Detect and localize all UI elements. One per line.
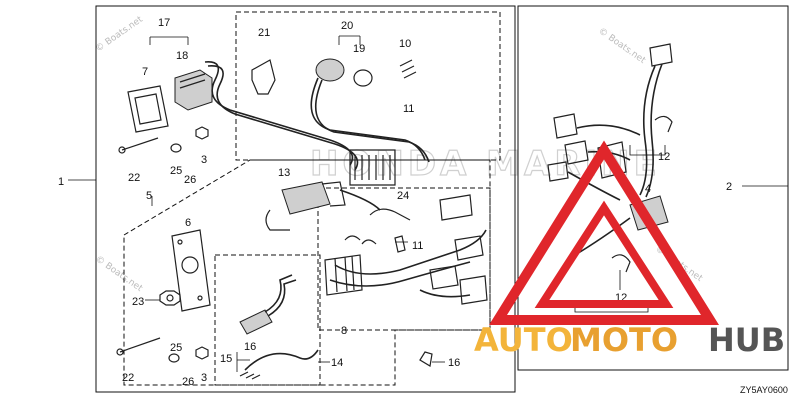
main-assembly-frame (95, 5, 516, 393)
subassembly-box-top (235, 11, 501, 161)
callout-8: 8 (341, 325, 347, 337)
callout-23: 23 (132, 296, 144, 308)
callout-9: 9 (604, 334, 610, 346)
nut-part-bottom (195, 346, 209, 360)
callout-17: 17 (158, 17, 170, 29)
stop-cord-part (239, 274, 319, 380)
connector-cluster-top (349, 149, 396, 186)
callout-13: 13 (278, 167, 290, 179)
switch-panel-part (171, 229, 211, 312)
callout-16: 16 (244, 341, 256, 353)
watermark-text: © Boats.net (94, 15, 145, 55)
nut-part-panel (159, 290, 181, 306)
callout-5: 5 (146, 190, 152, 202)
washer-part-top (170, 143, 182, 153)
callout-2: 2 (726, 181, 732, 193)
callout-20: 20 (341, 20, 353, 32)
callout-25: 25 (170, 165, 182, 177)
callout-3: 3 (201, 372, 207, 384)
subassembly-box-wiring (317, 187, 491, 331)
callout-22: 22 (122, 372, 134, 384)
callout-1: 1 (58, 176, 64, 188)
logo-word-hub: HUB (708, 321, 785, 359)
automotohub-logo: AUTO MOTO HUB (474, 140, 785, 359)
callout-16: 16 (448, 357, 460, 369)
callout-10: 10 (399, 38, 411, 50)
callout-26: 26 (184, 174, 196, 186)
subassembly-box-cord (214, 254, 321, 386)
mounting-plate-part (127, 85, 169, 133)
callout-26: 26 (182, 376, 194, 388)
callout-3: 3 (201, 154, 207, 166)
watermark-text: © Boats.net (596, 26, 647, 66)
ignition-switch-part (265, 181, 381, 231)
callout-22: 22 (128, 172, 140, 184)
callout-labels: 1 2 3 3 4 5 6 7 8 9 10 11 11 12 12 13 14… (58, 17, 732, 388)
diagram-reference-code: ZY5AY0600 (740, 385, 788, 395)
callout-12: 12 (658, 151, 670, 163)
callout-4: 4 (645, 183, 651, 195)
callout-7: 7 (142, 66, 148, 78)
key-switch-part (310, 58, 430, 163)
nut-part-top (195, 126, 209, 140)
watermark-text: © Boats.net (93, 254, 144, 294)
washer-part-bottom (168, 353, 180, 363)
screw-part-top (118, 137, 159, 154)
callout-19: 19 (353, 43, 365, 55)
logo-word-moto: MOTO (570, 321, 678, 359)
callout-25: 25 (170, 342, 182, 354)
callout-14: 14 (331, 357, 343, 369)
harness-assembly-frame (517, 5, 789, 371)
callout-21: 21 (258, 27, 270, 39)
callout-11: 11 (412, 240, 423, 252)
clip-part-bottom (419, 351, 433, 367)
logo-triangle-outer (488, 140, 720, 325)
pin-part (399, 59, 417, 79)
wiring-harness-part (324, 194, 488, 305)
logo-triangle-inner (534, 200, 674, 308)
callout-18: 18 (176, 50, 188, 62)
bracket-part (251, 59, 276, 95)
callout-24: 24 (397, 190, 409, 202)
logo-word-auto: AUTO (474, 321, 573, 359)
callout-15: 15 (220, 353, 232, 365)
callout-11: 11 (403, 103, 414, 115)
callout-6: 6 (185, 217, 191, 229)
screw-part-bottom (116, 337, 161, 356)
clip-part (369, 208, 411, 221)
